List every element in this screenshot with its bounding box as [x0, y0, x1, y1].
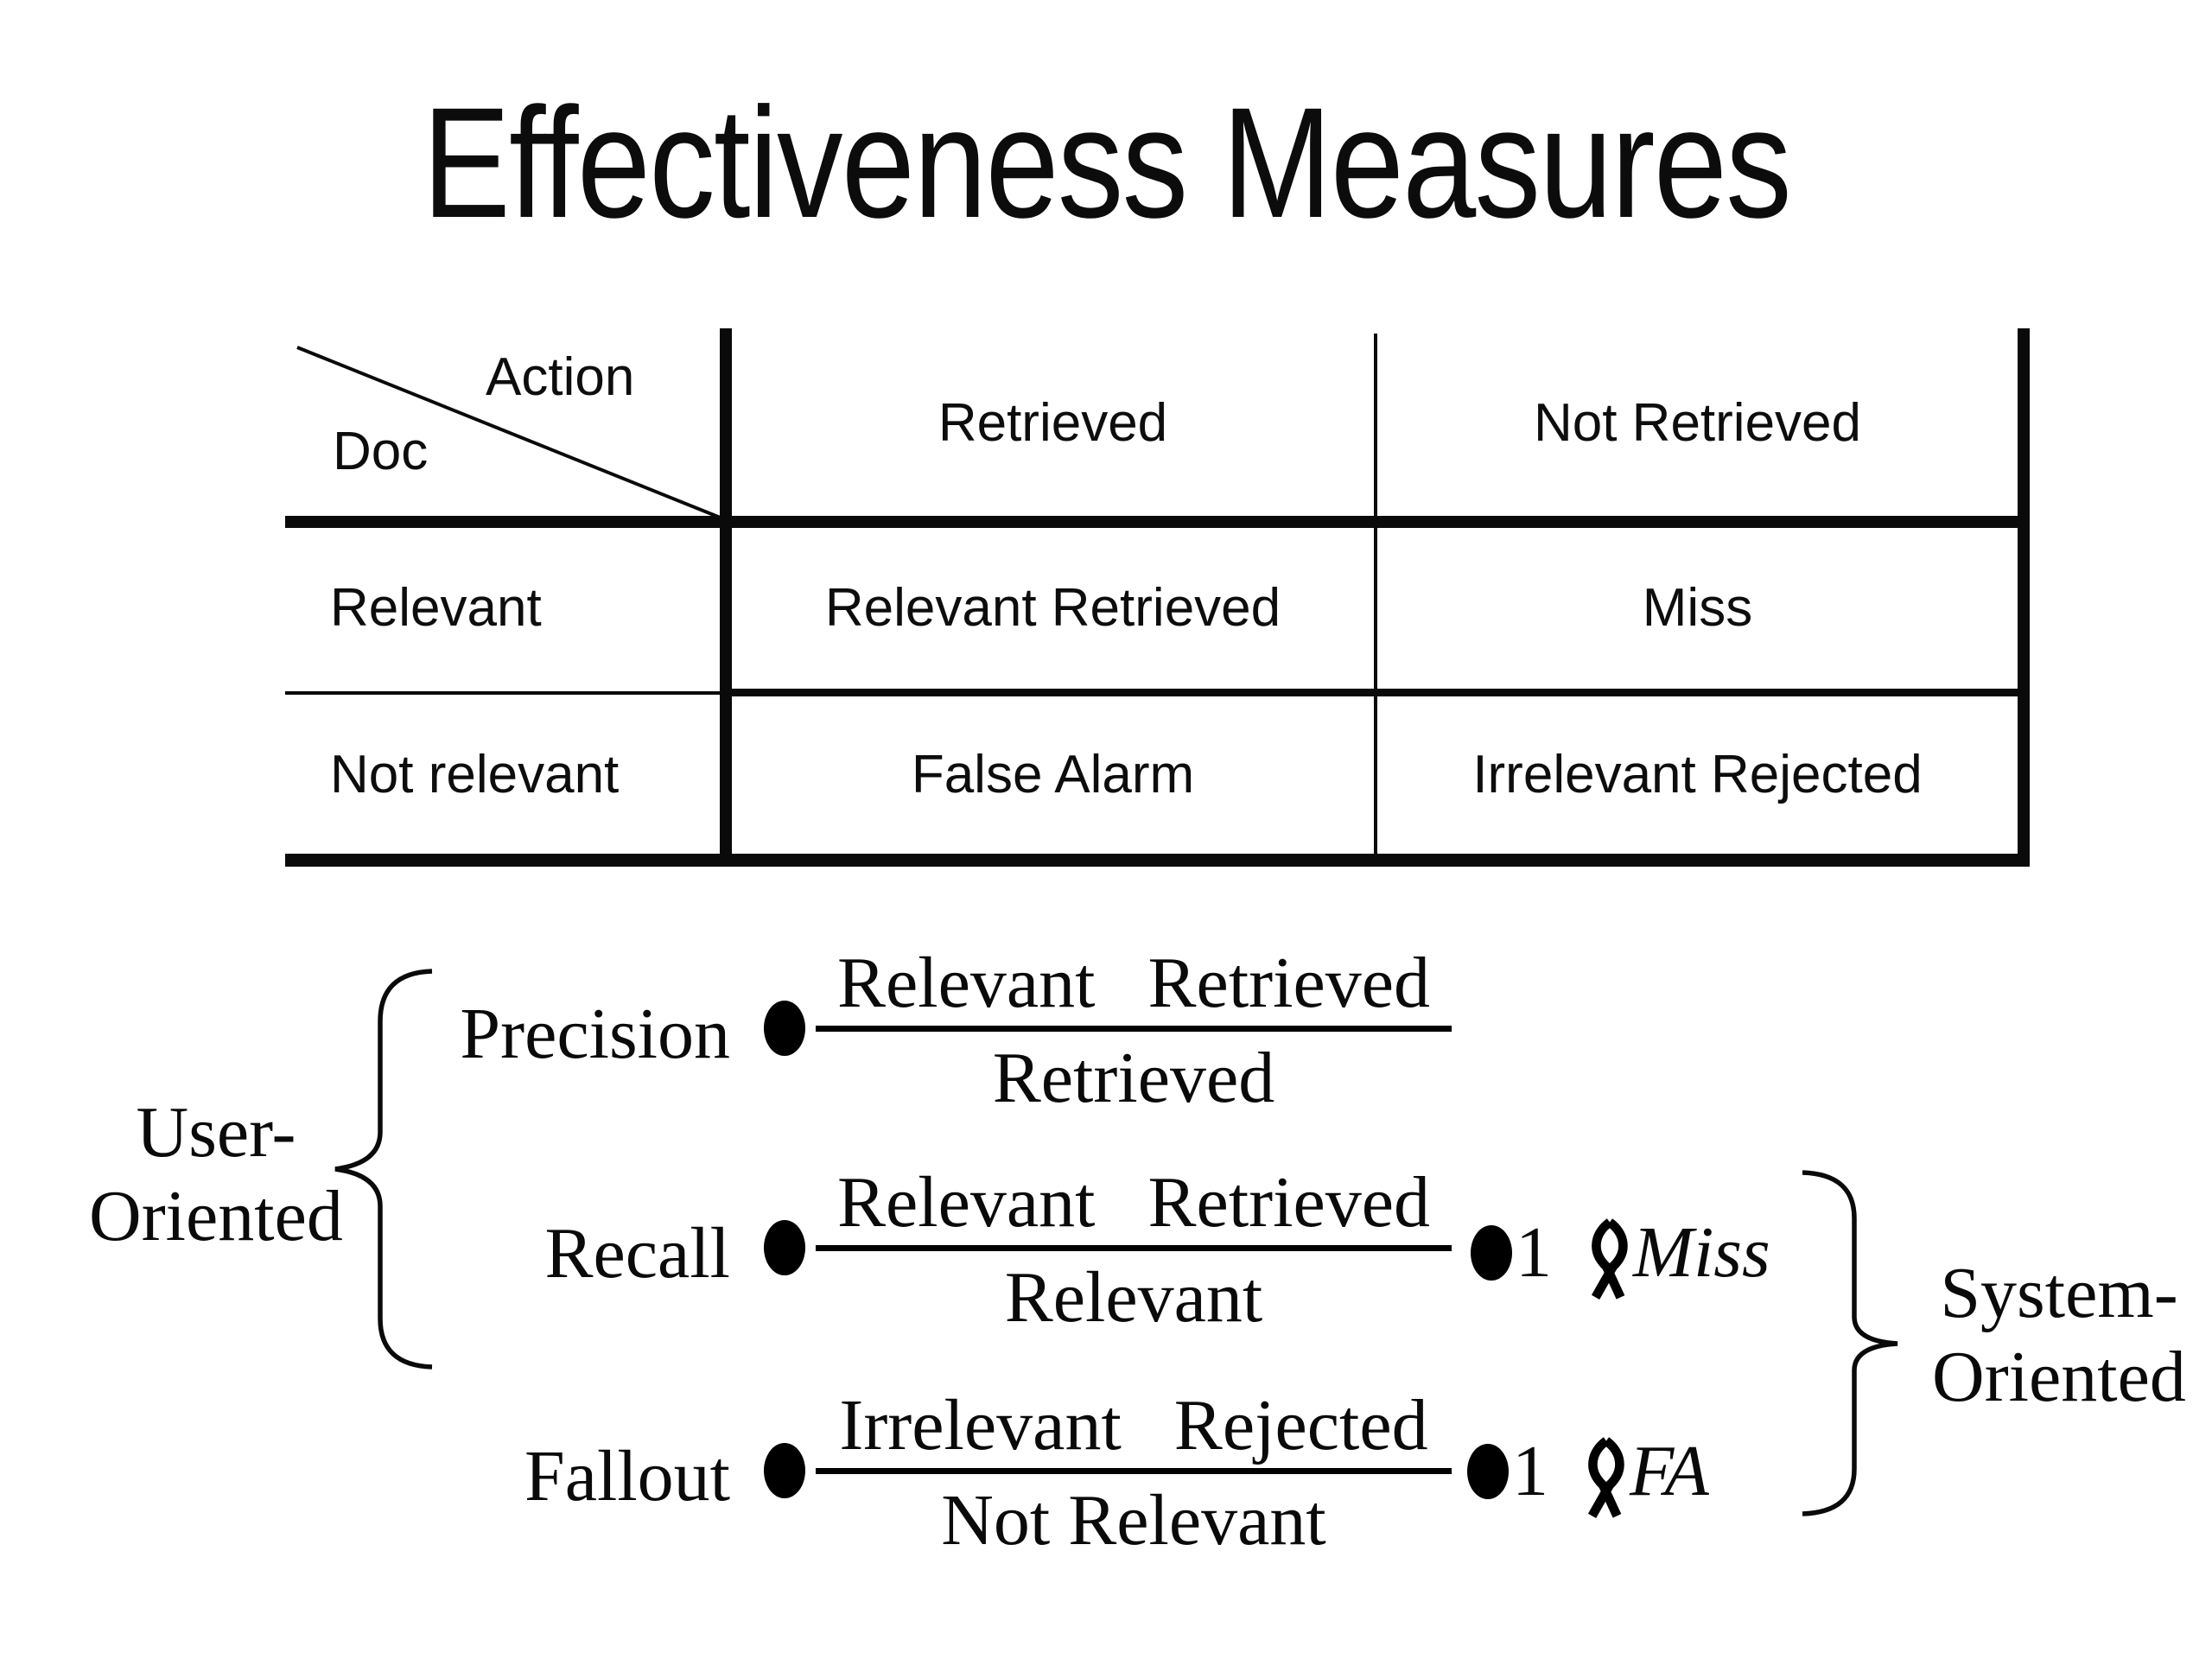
page-title: Effectiveness Measures [422, 74, 1791, 251]
cell-relevant-retrieved: Relevant Retrieved [824, 578, 1281, 638]
fraction-bar [816, 1468, 1452, 1474]
minus-ribbon-icon [1585, 1217, 1631, 1303]
equals-bullet-icon [764, 1001, 805, 1056]
fraction-denominator: Retrieved [992, 1038, 1275, 1118]
fraction-precision: Relevant Retrieved Retrieved [816, 944, 1452, 1118]
group-label-line2: Oriented [1932, 1337, 2186, 1417]
row-label-not-relevant: Not relevant [330, 745, 620, 804]
minus-ribbon-icon [1581, 1435, 1628, 1522]
row-label-relevant: Relevant [330, 578, 542, 638]
title-bar: Effectiveness Measures [0, 76, 2212, 249]
identity-one: 1 [1516, 1212, 1552, 1293]
corner-axis-action: Action [486, 347, 635, 407]
fraction-bar [816, 1245, 1452, 1251]
formula-name-recall: Recall [544, 1213, 730, 1294]
group-label-line1: User- [136, 1092, 296, 1173]
equals-bullet-icon [1471, 1225, 1512, 1281]
equals-bullet-icon [1467, 1444, 1509, 1499]
identity-term: Miss [1633, 1212, 1770, 1293]
table-vline-right-thick [2018, 328, 2030, 867]
group-label-user-oriented: User- Oriented [65, 1090, 367, 1258]
fraction-denominator: Not Relevant [941, 1480, 1326, 1560]
group-label-system-oriented: System- Oriented [1916, 1251, 2202, 1419]
table-vline-left-thick [720, 328, 732, 867]
cell-false-alarm: False Alarm [911, 745, 1195, 804]
identity-term: FA [1630, 1431, 1709, 1511]
fraction-numerator: Relevant Retrieved [836, 1162, 1431, 1243]
identity-fallout: 1 FA [1467, 1428, 1709, 1519]
table-hline-bottom-thick [285, 854, 2030, 867]
fraction-denominator: Relevant [1004, 1257, 1263, 1338]
table-hline-row-thick [720, 689, 2030, 696]
cell-irrelevant-rejected: Irrelevant Rejected [1472, 745, 1923, 804]
cell-miss: Miss [1642, 578, 1753, 638]
equals-bullet-icon [764, 1443, 805, 1498]
fraction-bar [816, 1026, 1452, 1032]
corner-diagonal-line [296, 346, 723, 520]
group-label-line1: System- [1940, 1253, 2178, 1333]
formula-name-fallout: Fallout [524, 1436, 730, 1516]
col-header-retrieved: Retrieved [938, 393, 1168, 453]
identity-one: 1 [1512, 1431, 1548, 1511]
fraction-numerator: Relevant Retrieved [836, 943, 1431, 1023]
group-label-line2: Oriented [89, 1176, 343, 1256]
table-hline-row-thin [285, 691, 720, 695]
corner-axis-doc: Doc [333, 422, 429, 481]
fraction-recall: Relevant Retrieved Relevant [816, 1163, 1452, 1338]
fraction-numerator: Irrelevant Rejected [839, 1385, 1428, 1465]
right-curly-brace [1802, 1170, 1898, 1516]
col-header-not-retrieved: Not Retrieved [1533, 393, 1862, 453]
formula-name-precision: Precision [460, 994, 730, 1074]
fraction-fallout: Irrelevant Rejected Not Relevant [816, 1386, 1452, 1560]
equals-bullet-icon [764, 1220, 805, 1275]
table-vline-middle-thin [1374, 334, 1377, 867]
left-curly-brace [334, 969, 433, 1370]
identity-recall: 1 Miss [1471, 1210, 1770, 1300]
